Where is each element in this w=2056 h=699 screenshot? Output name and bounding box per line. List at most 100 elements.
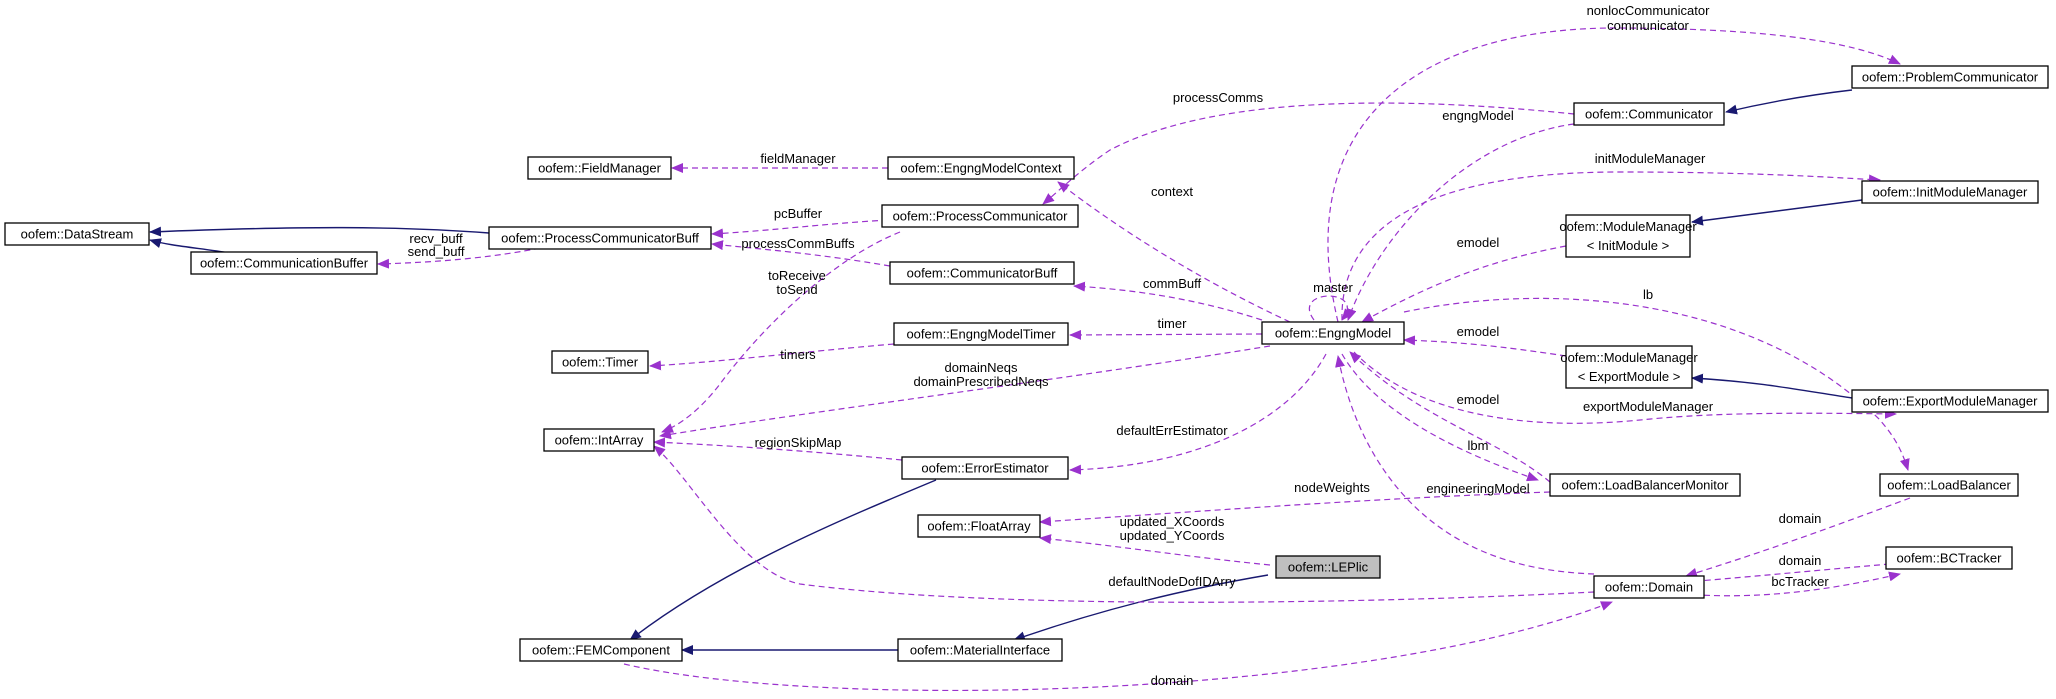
node-bctracker[interactable]: oofem::BCTracker [1885,546,2013,570]
edge-label-emodel-exportmm: emodel [1457,324,1500,339]
edge-inherit-commbuffer-datastream [149,238,231,254]
node-label: oofem::CommunicationBuffer [200,256,369,271]
node-problemcommunicator[interactable]: oofem::ProblemCommunicator [1851,65,2049,89]
edge-label-exportmodulemanager: exportModuleManager [1583,399,1714,414]
node-box [488,226,712,250]
node-label: oofem::Communicator [1585,107,1714,122]
edge-label-updated-xcoords: updated_XCoords [1120,514,1225,529]
edge-use-emodel-lbm [1349,351,1551,483]
edge-use-timers [649,343,895,371]
edge-use-domain-lb [1685,497,1911,578]
node-communicator[interactable]: oofem::Communicator [1573,102,1725,126]
node-box [519,638,683,662]
node-box [917,514,1041,538]
edge-label-fieldmanager: fieldManager [760,151,836,166]
node-box [1885,546,2013,570]
edge-label-send-buff: send_buff [408,244,465,259]
node-box [889,261,1075,285]
node-label: oofem::InitModuleManager [1873,185,2028,200]
node-box [1851,389,2049,413]
edge-use-nodeweights [1039,491,1551,527]
edge-use-pcbuffer [711,219,889,239]
edge-use-commbuff [1073,281,1263,321]
edge-label-engineeringmodel: engineeringModel [1426,481,1529,496]
node-errorestimator[interactable]: oofem::ErrorEstimator [901,456,1069,480]
node-label: oofem::ExportModuleManager [1863,394,2039,409]
node-processcommunicatorbuff[interactable]: oofem::ProcessCommunicatorBuff [488,226,712,250]
node-materialinterface[interactable]: oofem::MaterialInterface [897,638,1063,662]
node-fieldmanager[interactable]: oofem::FieldManager [527,156,672,180]
node-communicatorbuff[interactable]: oofem::CommunicatorBuff [889,261,1075,285]
edge-use-engineeringmodel [1335,355,1595,575]
node-engngmodeltimer[interactable]: oofem::EngngModelTimer [893,322,1069,346]
edge-label-lbm: lbm [1468,438,1489,453]
node-floatarray[interactable]: oofem::FloatArray [917,514,1041,538]
edge-label-domainprescribedneqs: domainPrescribedNeqs [913,374,1049,389]
node-loadbalancermonitor[interactable]: oofem::LoadBalancerMonitor [1549,473,1741,497]
node-box [1573,102,1725,126]
edge-use-bctracker [1683,571,1901,597]
edge-label-bctracker: bcTracker [1771,574,1829,589]
node-box [527,156,672,180]
node-exportmodulemanager[interactable]: oofem::ExportModuleManager [1851,389,2049,413]
node-timer[interactable]: oofem::Timer [551,350,649,374]
node-processcommunicator[interactable]: oofem::ProcessCommunicator [881,204,1079,228]
node-label: oofem::MaterialInterface [910,643,1050,658]
edge-use-timer [1069,329,1263,340]
edge-use-domain-bctracker [1685,563,1891,587]
node-modulemanager-initmodule[interactable]: oofem::ModuleManager < InitModule > [1559,214,1697,258]
node-box [881,204,1079,228]
node-datastream[interactable]: oofem::DataStream [4,222,150,246]
node-box [1261,321,1405,345]
node-box [1549,473,1741,497]
node-label: oofem::FloatArray [927,519,1031,534]
edge-inherit-initmm-modulemanager [1691,199,1863,226]
node-loadbalancer[interactable]: oofem::LoadBalancer [1879,473,2019,497]
node-label: oofem::EngngModelContext [900,161,1062,176]
edge-label-emodel-initmm: emodel [1457,235,1500,250]
edge-label-domain-lb: domain [1779,511,1822,526]
node-label: oofem::ProblemCommunicator [1862,70,2039,85]
node-initmodulemanager[interactable]: oofem::InitModuleManager [1861,180,2039,204]
edge-inherit-procbuff-datastream [149,226,490,237]
node-label: oofem::LoadBalancer [1887,478,2011,493]
node-box [1565,214,1691,258]
node-box [901,456,1069,480]
edge-use-defaulterrestimator [1069,353,1327,475]
edge-use-toreceive-tosend [661,231,901,433]
edge-label-regionskipmap: regionSkipMap [755,435,842,450]
edge-label-engngmodel: engngModel [1442,108,1514,123]
node-engngmodel[interactable]: oofem::EngngModel [1261,321,1405,345]
node-leplic[interactable]: oofem::LEPlic [1275,555,1381,579]
edge-label-pcbuffer: pcBuffer [774,206,823,221]
node-label-template: < ExportModule > [1578,369,1681,384]
edge-label-toreceive: toReceive [768,268,826,283]
node-communicationbuffer[interactable]: oofem::CommunicationBuffer [190,251,378,275]
edge-inherit-problemcomm-communicator [1725,89,1853,115]
node-label: oofem::DataStream [21,227,134,242]
node-domain[interactable]: oofem::Domain [1593,575,1705,599]
node-femcomponent[interactable]: oofem::FEMComponent [519,638,683,662]
node-label: oofem::LEPlic [1288,560,1369,575]
node-label: oofem::ErrorEstimator [921,461,1049,476]
node-box [887,156,1075,180]
edge-use-domainneqs [659,345,1271,440]
node-label: oofem::ProcessCommunicator [893,209,1069,224]
node-box [1861,180,2039,204]
node-label: oofem::ModuleManager [1559,219,1697,234]
edge-label-initmodulemanager: initModuleManager [1595,151,1706,166]
node-modulemanager-exportmodule[interactable]: oofem::ModuleManager < ExportModule > [1560,345,1698,389]
edge-label-defaultnodedofidarry: defaultNodeDofIDArry [1108,574,1236,589]
node-label: oofem::BCTracker [1897,551,2003,566]
edge-use-domain-femcomponent [623,601,1613,692]
edge-label-lb: lb [1643,287,1653,302]
node-label: oofem::Timer [562,355,639,370]
node-label: oofem::FEMComponent [532,643,670,658]
edge-use-emodel-exportmm [1403,335,1567,357]
node-box [4,222,150,246]
edge-label-domainneqs: domainNeqs [945,360,1018,375]
edge-label-updated-ycoords: updated_YCoords [1120,528,1225,543]
node-engngmodelcontext[interactable]: oofem::EngngModelContext [887,156,1075,180]
node-intarray[interactable]: oofem::IntArray [543,428,655,452]
